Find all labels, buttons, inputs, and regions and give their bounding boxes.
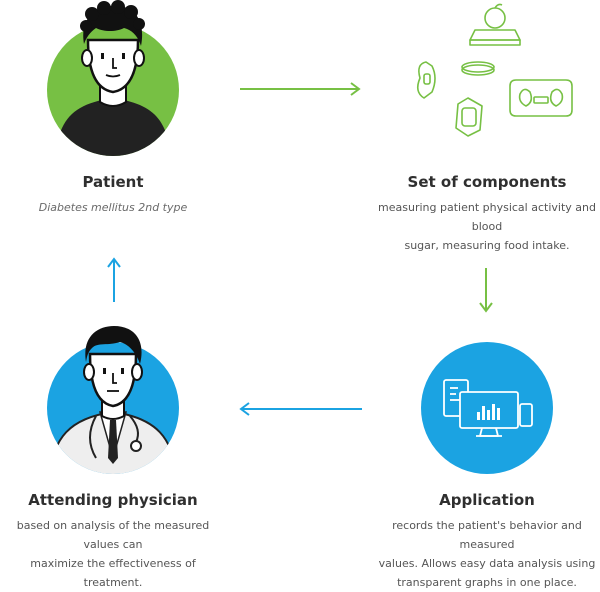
physician-description-line-2: maximize the effectiveness of treatment. xyxy=(30,557,196,589)
application-title: Application xyxy=(439,491,535,509)
patient-description: Diabetes mellitus 2nd type xyxy=(38,201,188,214)
application-description-line-2: values. Allows easy data analysis using xyxy=(378,557,596,570)
arrow-up-icon xyxy=(107,257,121,302)
application-description-line-3: transparent graphs in one place. xyxy=(397,576,577,589)
patient-title: Patient xyxy=(82,173,144,191)
application-node: Application records the patient's behavi… xyxy=(364,318,600,592)
components-node: Set of components measuring patient phys… xyxy=(370,0,600,255)
patient-node: Patient Diabetes mellitus 2nd type xyxy=(0,0,226,217)
components-title: Set of components xyxy=(407,173,567,191)
physician-description-line-1: based on analysis of the measured values… xyxy=(16,519,210,551)
patient-avatar-icon xyxy=(47,0,179,156)
application-description-line-1: records the patient's behavior and measu… xyxy=(392,519,582,551)
device-components-icon xyxy=(416,3,573,137)
components-description-line-1: measuring patient physical activity and … xyxy=(378,201,596,233)
physician-title: Attending physician xyxy=(28,491,198,509)
physician-avatar-icon xyxy=(47,326,179,474)
arrow-down-icon xyxy=(479,268,493,313)
arrow-left-icon xyxy=(239,402,362,416)
arrow-right-icon xyxy=(240,82,361,96)
application-devices-icon xyxy=(421,342,553,474)
components-description-line-2: sugar, measuring food intake. xyxy=(404,239,570,252)
physician-node: Attending physician based on analysis of… xyxy=(0,318,226,592)
